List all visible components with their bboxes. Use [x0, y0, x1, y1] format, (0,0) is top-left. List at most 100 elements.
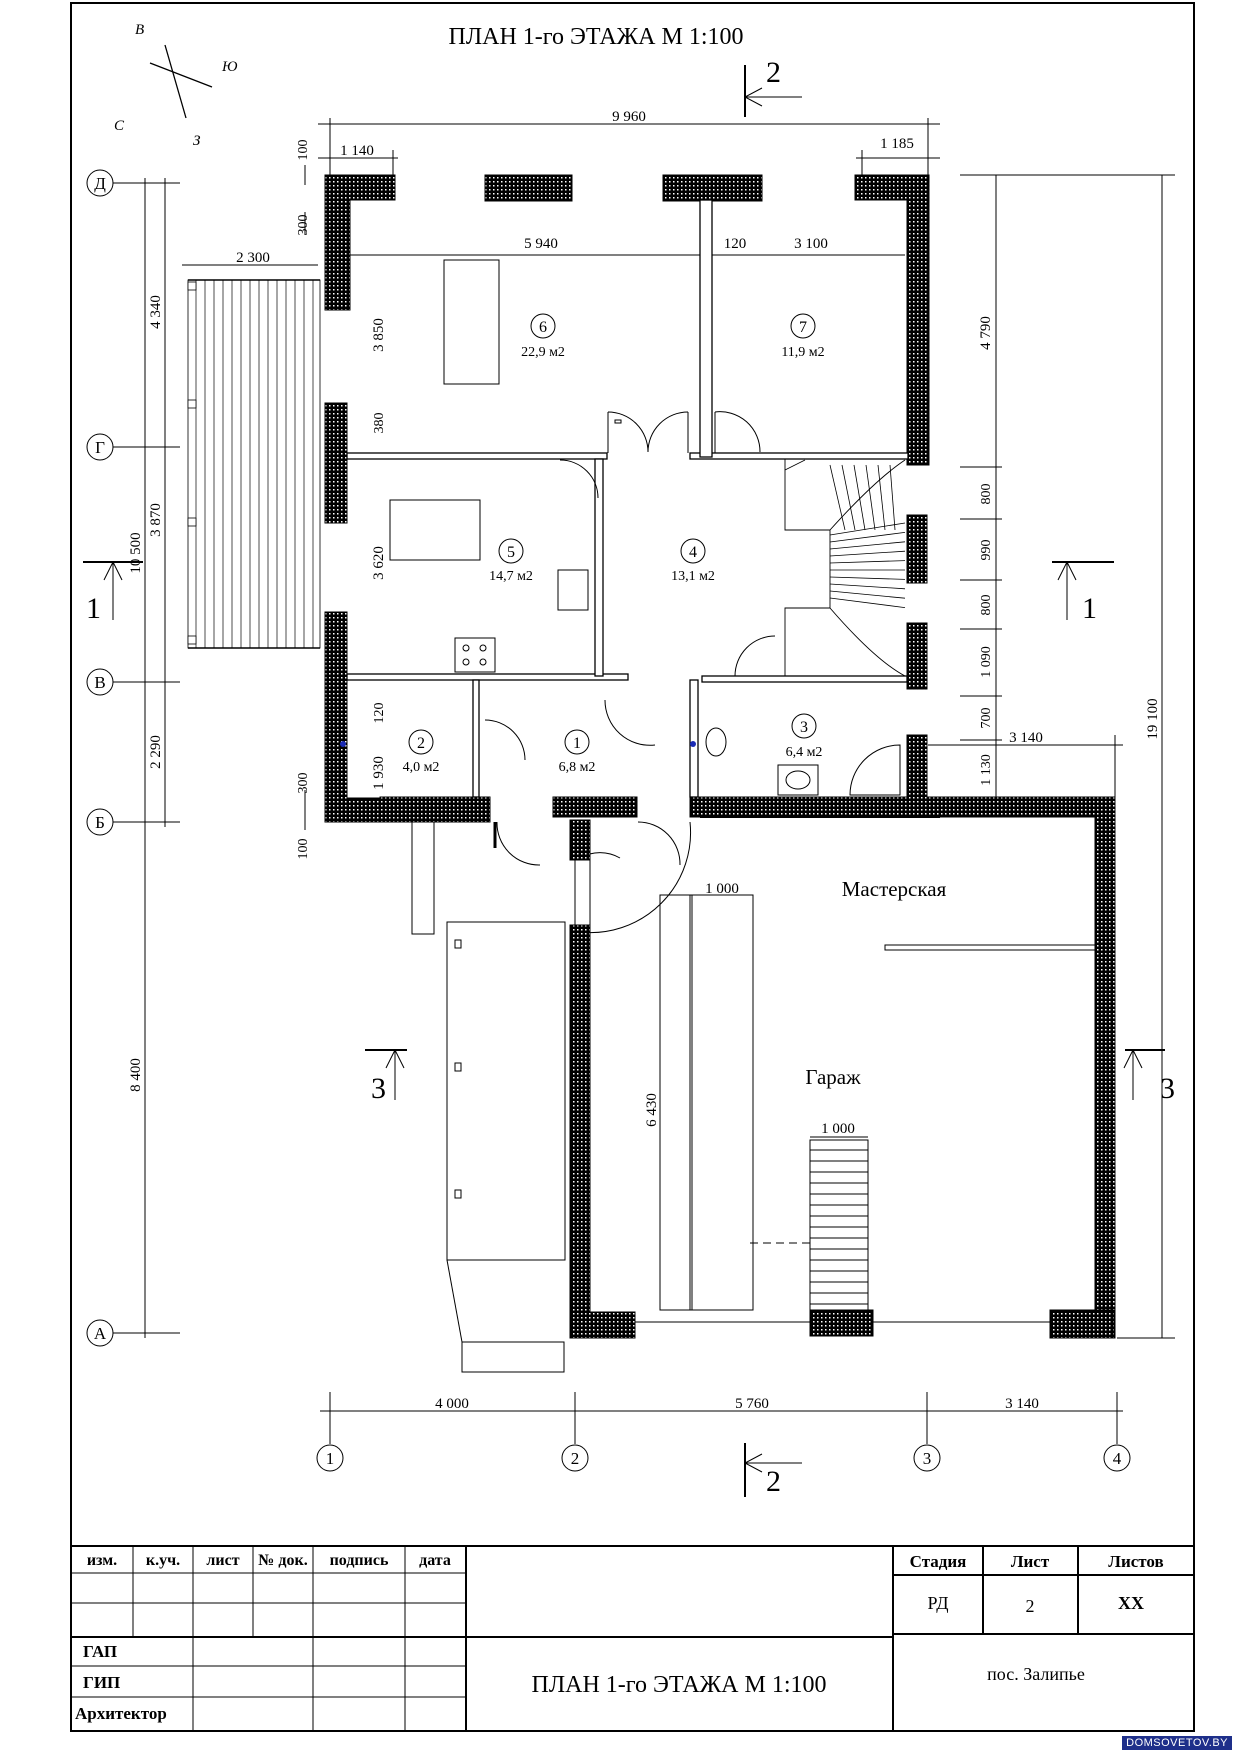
room-label-7: 7 11,9 м2 — [781, 313, 825, 360]
room-label-4: 4 13,1 м2 — [671, 538, 715, 584]
dim-990: 990 — [979, 540, 994, 561]
axis-bubble-A: А — [86, 1319, 114, 1347]
terrace-deck — [187, 279, 321, 649]
stamp-location: пос. Залипье — [987, 1664, 1085, 1684]
room-label-6: 6 22,9 м2 — [521, 313, 565, 360]
dim-100-top: 100 — [296, 140, 311, 161]
stamp-sheet-label: Лист — [1011, 1552, 1050, 1571]
room-1-number: 1 — [573, 735, 581, 752]
dim-1000-a: 1 000 — [705, 881, 739, 897]
stair-tread — [829, 597, 906, 608]
stamp-sheets-value: XX — [1118, 1593, 1144, 1613]
terrace-posts — [187, 281, 197, 645]
title-block-grid — [71, 1546, 466, 1731]
section-3-left-marker — [365, 1048, 407, 1100]
dim-4340: 4 340 — [148, 295, 164, 329]
stamp-role-gip: ГИП — [83, 1673, 120, 1692]
plan-title: ПЛАН 1-го ЭТАЖА М 1:100 — [449, 24, 744, 50]
dim-8400: 8 400 — [128, 1058, 144, 1092]
watermark: DOMSOVETOV.BY — [1122, 1736, 1232, 1750]
section-2-top-label: 2 — [766, 56, 781, 89]
stamp-sheet-value: 2 — [1026, 1596, 1035, 1616]
stair-tread — [829, 583, 906, 590]
stamp-title: ПЛАН 1-го ЭТАЖА М 1:100 — [532, 1672, 827, 1698]
dim-4790: 4 790 — [978, 316, 994, 350]
axis-label-A: А — [94, 1324, 107, 1343]
axis-label-2: 2 — [571, 1449, 580, 1468]
room-2-area: 4,0 м2 — [403, 760, 440, 775]
stair-tread — [865, 464, 876, 531]
dim-800a: 800 — [979, 484, 994, 505]
section-1-left-marker — [83, 560, 143, 620]
stair-tread — [877, 464, 886, 531]
interior-walls — [346, 199, 909, 798]
marker-dot-room2 — [340, 741, 346, 747]
right-dimension-lines — [928, 174, 1175, 1339]
axis-label-B: Б — [95, 813, 105, 832]
stamp-stage-value: РД — [928, 1593, 949, 1613]
section-2-bottom-label: 2 — [766, 1465, 781, 1498]
room-1-area: 6,8 м2 — [559, 760, 596, 775]
dim-9960: 9 960 — [612, 109, 646, 125]
stair-tread — [829, 541, 906, 550]
dim-1000-b: 1 000 — [821, 1121, 855, 1137]
stair-tread — [829, 550, 906, 557]
stair-tread — [829, 464, 846, 531]
dim-300-bottom: 300 — [296, 773, 311, 794]
stamp-header-kuch: к.уч. — [146, 1552, 180, 1569]
stove — [454, 637, 496, 673]
dim-1090: 1 090 — [979, 646, 994, 678]
stamp-header-doc: № док. — [258, 1552, 307, 1569]
stair-tread — [829, 590, 906, 599]
exterior-walls — [324, 174, 1116, 1339]
garage-interior — [574, 860, 1050, 1323]
stair-tread — [829, 576, 906, 580]
marker-dot-room3 — [690, 741, 696, 747]
dim-4000: 4 000 — [435, 1396, 469, 1412]
stamp-header-list: лист — [206, 1552, 239, 1569]
garage-walls — [569, 816, 1115, 1339]
room-7-number: 7 — [799, 319, 807, 336]
dim-1130: 1 130 — [979, 754, 994, 786]
stamp-header-signature: подпись — [330, 1552, 389, 1569]
garage-stair-treads — [810, 1149, 868, 1305]
stamp-role-architect: Архитектор — [75, 1704, 167, 1723]
bed — [443, 259, 500, 385]
axis-bubble-1: 1 — [316, 1444, 344, 1472]
stair-tread — [829, 532, 906, 543]
axis-label-V: В — [94, 673, 105, 692]
door-swings — [484, 411, 776, 934]
top-dimension-lines — [182, 118, 940, 830]
room-5-number: 5 — [507, 544, 515, 561]
room-4-number: 4 — [689, 544, 697, 561]
room-label-1: 1 6,8 м2 — [559, 729, 596, 775]
dim-3100: 3 100 — [794, 236, 828, 252]
dim-3870: 3 870 — [148, 503, 164, 537]
axis-label-G: Г — [95, 438, 105, 457]
room-3-area: 6,4 м2 — [786, 745, 823, 760]
dim-700: 700 — [979, 708, 994, 729]
section-2-bottom-marker — [743, 1443, 802, 1497]
stamp-header-izm: изм. — [87, 1552, 117, 1569]
axis-bubble-V: В — [86, 668, 114, 696]
section-2-top-marker — [743, 65, 802, 117]
room-7-area: 11,9 м2 — [781, 345, 824, 360]
dim-120-room2: 120 — [372, 703, 387, 724]
axis-bubble-2: 2 — [561, 1444, 589, 1472]
room-6-number: 6 — [539, 319, 547, 336]
dim-3850: 3 850 — [371, 318, 387, 352]
dim-380: 380 — [372, 413, 387, 434]
toilet — [705, 727, 727, 757]
compass-rose — [149, 44, 213, 119]
room-6-area: 22,9 м2 — [521, 345, 565, 360]
terrace-boards — [195, 280, 314, 648]
axis-bubble-B: Б — [86, 808, 114, 836]
stamp-stage-label: Стадия — [910, 1552, 967, 1571]
stamp-header-date: дата — [419, 1552, 451, 1569]
kitchen-table — [389, 499, 481, 561]
room-5-area: 14,7 м2 — [489, 569, 533, 584]
stamp-role-gap: ГАП — [83, 1642, 117, 1661]
title-block — [71, 1545, 1194, 1731]
stair-tread — [841, 464, 856, 531]
